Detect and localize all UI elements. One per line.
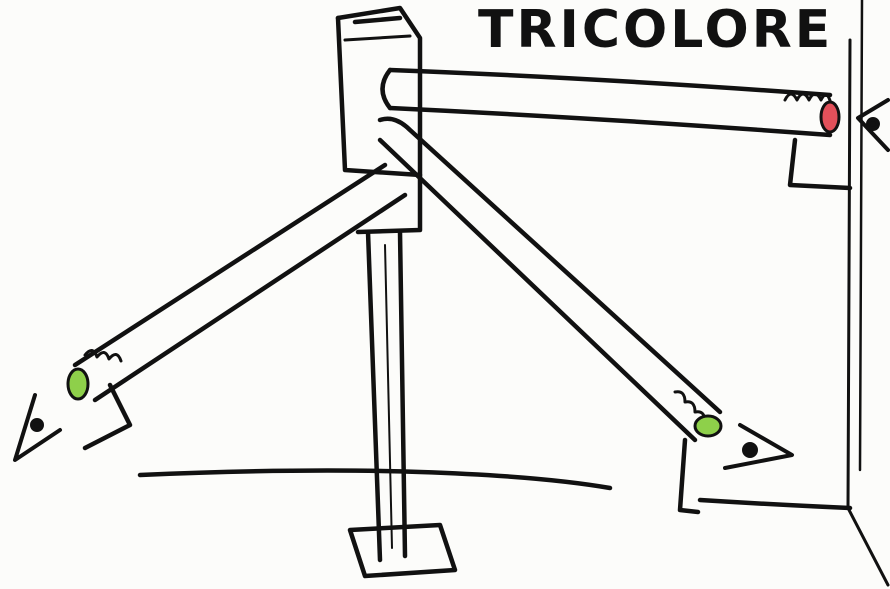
floor-lines (140, 0, 888, 585)
coils (85, 94, 831, 422)
brackets (85, 140, 850, 512)
eye-icon (725, 425, 792, 468)
green-light-left (68, 369, 88, 399)
eye-icon (15, 395, 60, 460)
arm-upper (383, 70, 831, 135)
arm-right-lower (380, 119, 720, 440)
vertical-post (368, 232, 405, 560)
arm-left (75, 165, 405, 400)
red-light (821, 102, 839, 132)
green-light-right (695, 416, 721, 436)
